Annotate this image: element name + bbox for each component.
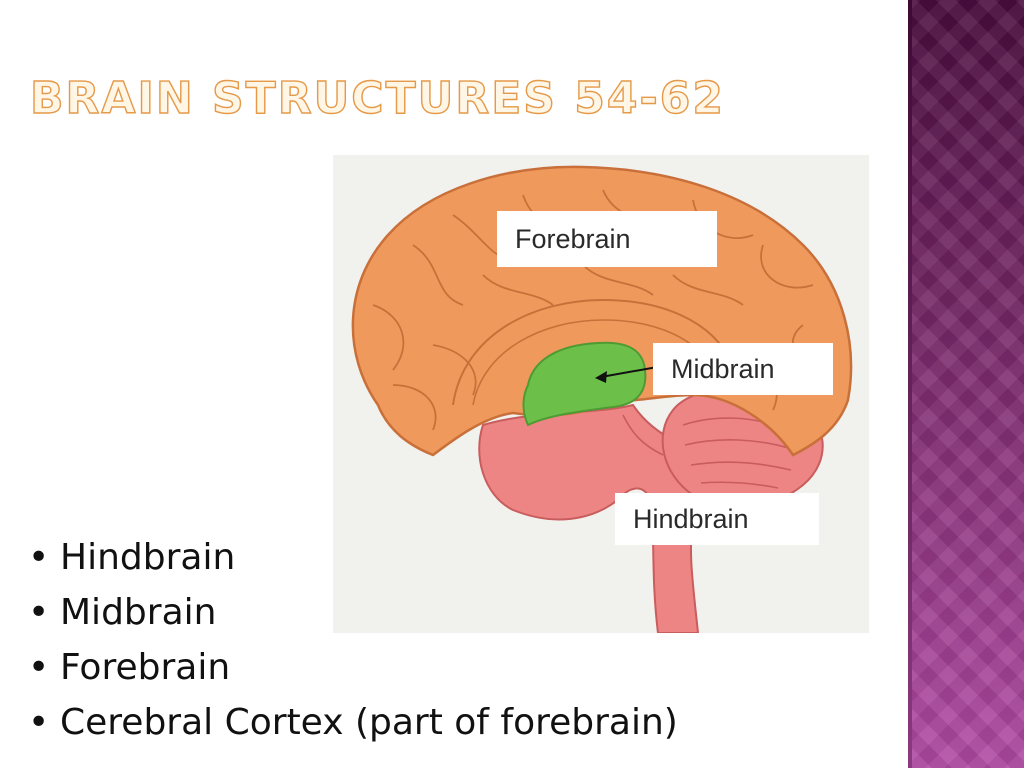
midbrain-pointer-arrow: [595, 365, 664, 383]
forebrain-label: Forebrain: [497, 211, 717, 267]
bullet-list: •Hindbrain •Midbrain •Forebrain •Cerebra…: [28, 530, 888, 750]
bullet-item: •Cerebral Cortex (part of forebrain): [28, 695, 888, 750]
bullet-text: Forebrain: [60, 647, 231, 688]
midbrain-region: [522, 341, 647, 427]
bullet-marker: •: [28, 702, 50, 743]
decorative-band: [912, 0, 1024, 768]
bullet-marker: •: [28, 537, 50, 578]
bullet-item: •Midbrain: [28, 585, 888, 640]
bullet-marker: •: [28, 647, 50, 688]
bullet-text: Hindbrain: [60, 537, 236, 578]
bullet-text: Cerebral Cortex (part of forebrain): [60, 702, 678, 743]
bullet-text: Midbrain: [60, 592, 217, 633]
midbrain-label: Midbrain: [653, 343, 833, 395]
brain-diagram: Forebrain Midbrain Hindbrain: [333, 155, 869, 633]
bullet-marker: •: [28, 592, 50, 633]
bullet-item: •Hindbrain: [28, 530, 888, 585]
hindbrain-label: Hindbrain: [615, 493, 819, 545]
decorative-band-edge: [908, 0, 912, 768]
slide-title: Brain Structures 54-62: [29, 72, 725, 124]
bullet-item: •Forebrain: [28, 640, 888, 695]
